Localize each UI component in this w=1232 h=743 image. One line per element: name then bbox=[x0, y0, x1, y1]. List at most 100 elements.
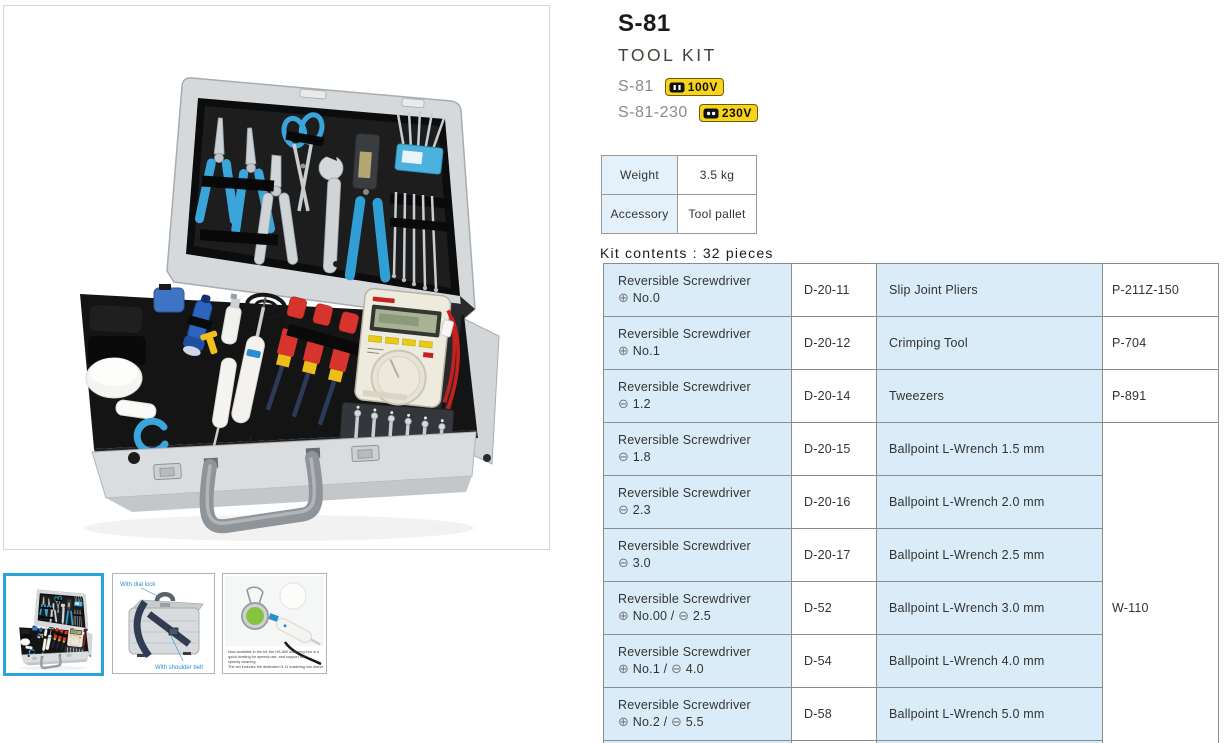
kit-item-cell: Ballpoint L-Wrench 1.5 mm bbox=[876, 422, 1103, 476]
model-name: S-81-230 bbox=[618, 104, 688, 121]
case-handle-icon bbox=[154, 592, 176, 602]
soldering-iron-icon bbox=[275, 617, 321, 646]
phillips-head-icon: ⊕ bbox=[618, 715, 630, 730]
phillips-head-icon: ⊕ bbox=[618, 609, 630, 624]
kit-item-spec: ⊖ 2.3 bbox=[618, 503, 651, 518]
model-name: S-81 bbox=[618, 78, 654, 95]
kit-code-cell: D-58 bbox=[791, 687, 877, 741]
shoulder-belt-label: With shoulder belt bbox=[155, 665, 203, 671]
slotted-head-icon: ⊖ bbox=[678, 609, 690, 624]
kit-row: Reversible Screwdriver ⊕ No.2 / ⊖ 5.5 D-58… bbox=[603, 687, 1219, 741]
kit-item-spec: ⊕ No.2 / ⊖ 5.5 bbox=[618, 715, 704, 730]
shoulder-belt-icon bbox=[133, 599, 152, 659]
svg-text:quick-heating for speedy use,: quick-heating for speedy use, and suppor… bbox=[228, 655, 305, 659]
svg-text:The set includes the dedicated: The set includes the dedicated H-11 sold… bbox=[228, 665, 324, 669]
dial-lock-label: With dial lock bbox=[120, 582, 156, 588]
kit-item-cell: Reversible Screwdriver ⊕ No.00 / ⊖ 2.5 bbox=[603, 581, 792, 635]
case-with-belt-photo: With dial lock With shoulder belt bbox=[113, 574, 214, 673]
kit-item-spec: ⊕ No.1 bbox=[618, 344, 660, 359]
kit-item-cell: Ballpoint L-Wrench 2.5 mm bbox=[876, 528, 1103, 582]
slotted-head-icon: ⊖ bbox=[618, 556, 630, 571]
kit-row bbox=[603, 740, 1219, 743]
thumbnail-open-kit[interactable] bbox=[3, 573, 104, 676]
model-230v: S-81-230 230V bbox=[618, 100, 758, 126]
voltage-badge-100v: 100V bbox=[664, 78, 724, 96]
kit-code-cell: D-20-17 bbox=[791, 528, 877, 582]
spec-table: Weight 3.5 kg Accessory Tool pallet bbox=[601, 155, 757, 234]
kit-item-cell: Reversible Screwdriver⊕ No.1 / ⊖ 4.0 bbox=[603, 634, 792, 688]
voltage-badge-230v: 230V bbox=[698, 104, 758, 122]
kit-item-name: Reversible Screwdriver bbox=[618, 539, 751, 553]
kit-item-cell: Reversible Screwdriver ⊕ No.0 bbox=[603, 263, 792, 317]
spec-value: Tool pallet bbox=[677, 194, 757, 234]
thumbnail-case-with-belt[interactable]: With dial lock With shoulder belt bbox=[112, 573, 215, 674]
spec-value: 3.5 kg bbox=[677, 155, 757, 195]
phillips-head-icon: ⊕ bbox=[618, 662, 630, 677]
kit-item-cell: Reversible Screwdriver ⊖ 1.2 bbox=[603, 369, 792, 423]
kit-item-cell: Ballpoint L-Wrench 2.0 mm bbox=[876, 475, 1103, 529]
polishing-pad-icon bbox=[279, 582, 307, 610]
spec-row-accessory: Accessory Tool pallet bbox=[601, 194, 757, 234]
kit-code-cell: P-891 bbox=[1102, 369, 1219, 423]
voltage-label: 230V bbox=[721, 106, 752, 120]
kit-item-name: Reversible Screwdriver bbox=[618, 698, 751, 712]
kit-item-name: Reversible Screwdriver bbox=[618, 380, 751, 394]
kit-code-cell: D-20-12 bbox=[791, 316, 877, 370]
kit-item-cell: Tweezers bbox=[876, 369, 1103, 423]
product-image bbox=[3, 5, 550, 550]
phillips-head-icon: ⊕ bbox=[618, 291, 630, 306]
kit-item-cell: Ballpoint L-Wrench 3.0 mm bbox=[876, 581, 1103, 635]
thumbnail-soldering-iron[interactable]: Now available in the kit, the HS-800 sol… bbox=[222, 573, 327, 674]
slotted-head-icon: ⊖ bbox=[618, 450, 630, 465]
kit-code-cell: D-20-16 bbox=[791, 475, 877, 529]
kit-item-cell: Reversible Screwdriver ⊕ No.1 bbox=[603, 316, 792, 370]
svg-text:Now available in the kit, the: Now available in the kit, the HS-800 sol… bbox=[228, 650, 320, 654]
kit-item-spec: ⊕ No.00 / ⊖ 2.5 bbox=[618, 609, 711, 624]
kit-code-cell: P-704 bbox=[1102, 316, 1219, 370]
kit-item-spec: ⊕ No.0 bbox=[618, 291, 660, 306]
slotted-head-icon: ⊖ bbox=[618, 397, 630, 412]
kit-code-cell: D-20-15 bbox=[791, 422, 877, 476]
kit-item-name: Reversible Screwdriver bbox=[618, 274, 751, 288]
kit-item-cell: Reversible Screwdriver⊖ 1.8 bbox=[603, 422, 792, 476]
slotted-head-icon: ⊖ bbox=[671, 662, 683, 677]
kit-item-cell bbox=[876, 740, 1103, 743]
iron-stand-icon bbox=[241, 586, 269, 630]
kit-item-spec: ⊕ No.1 / ⊖ 4.0 bbox=[618, 662, 704, 677]
kit-code-cell: D-52 bbox=[791, 581, 877, 635]
plug-100v-icon bbox=[669, 82, 685, 92]
phillips-head-icon: ⊕ bbox=[618, 344, 630, 359]
kit-item-cell: Ballpoint L-Wrench 5.0 mm bbox=[876, 687, 1103, 741]
spec-label: Accessory bbox=[601, 194, 678, 234]
kit-item-cell: Ballpoint L-Wrench 4.0 mm bbox=[876, 634, 1103, 688]
spec-row-weight: Weight 3.5 kg bbox=[601, 155, 757, 195]
slotted-head-icon: ⊖ bbox=[671, 715, 683, 730]
model-100v: S-81 100V bbox=[618, 74, 758, 100]
kit-item-spec: ⊖ 3.0 bbox=[618, 556, 651, 571]
kit-item-cell: Reversible Screwdriver ⊖ 3.0 bbox=[603, 528, 792, 582]
kit-item-name: Reversible Screwdriver bbox=[618, 327, 751, 341]
kit-code-cell: D-20-11 bbox=[791, 263, 877, 317]
kit-code-cell: P-211Z-150 bbox=[1102, 263, 1219, 317]
kit-item-cell: Reversible Screwdriver ⊖ 2.3 bbox=[603, 475, 792, 529]
plug-230v-icon bbox=[703, 108, 719, 118]
page-title: S-81 bbox=[618, 10, 671, 37]
voltage-label: 100V bbox=[687, 80, 718, 94]
kit-item-name: Reversible Screwdriver bbox=[618, 592, 751, 606]
kit-item-cell: Reversible Screwdriver ⊕ No.2 / ⊖ 5.5 bbox=[603, 687, 792, 741]
soldering-iron-photo: Now available in the kit, the HS-800 sol… bbox=[223, 574, 326, 673]
kit-item-name: Reversible Screwdriver bbox=[618, 486, 751, 500]
kit-code-cell: D-20-14 bbox=[791, 369, 877, 423]
kit-item-spec: ⊖ 1.2 bbox=[618, 397, 651, 412]
kit-code-cell: D-54 bbox=[791, 634, 877, 688]
kit-code-cell: W-110 bbox=[1102, 422, 1219, 743]
